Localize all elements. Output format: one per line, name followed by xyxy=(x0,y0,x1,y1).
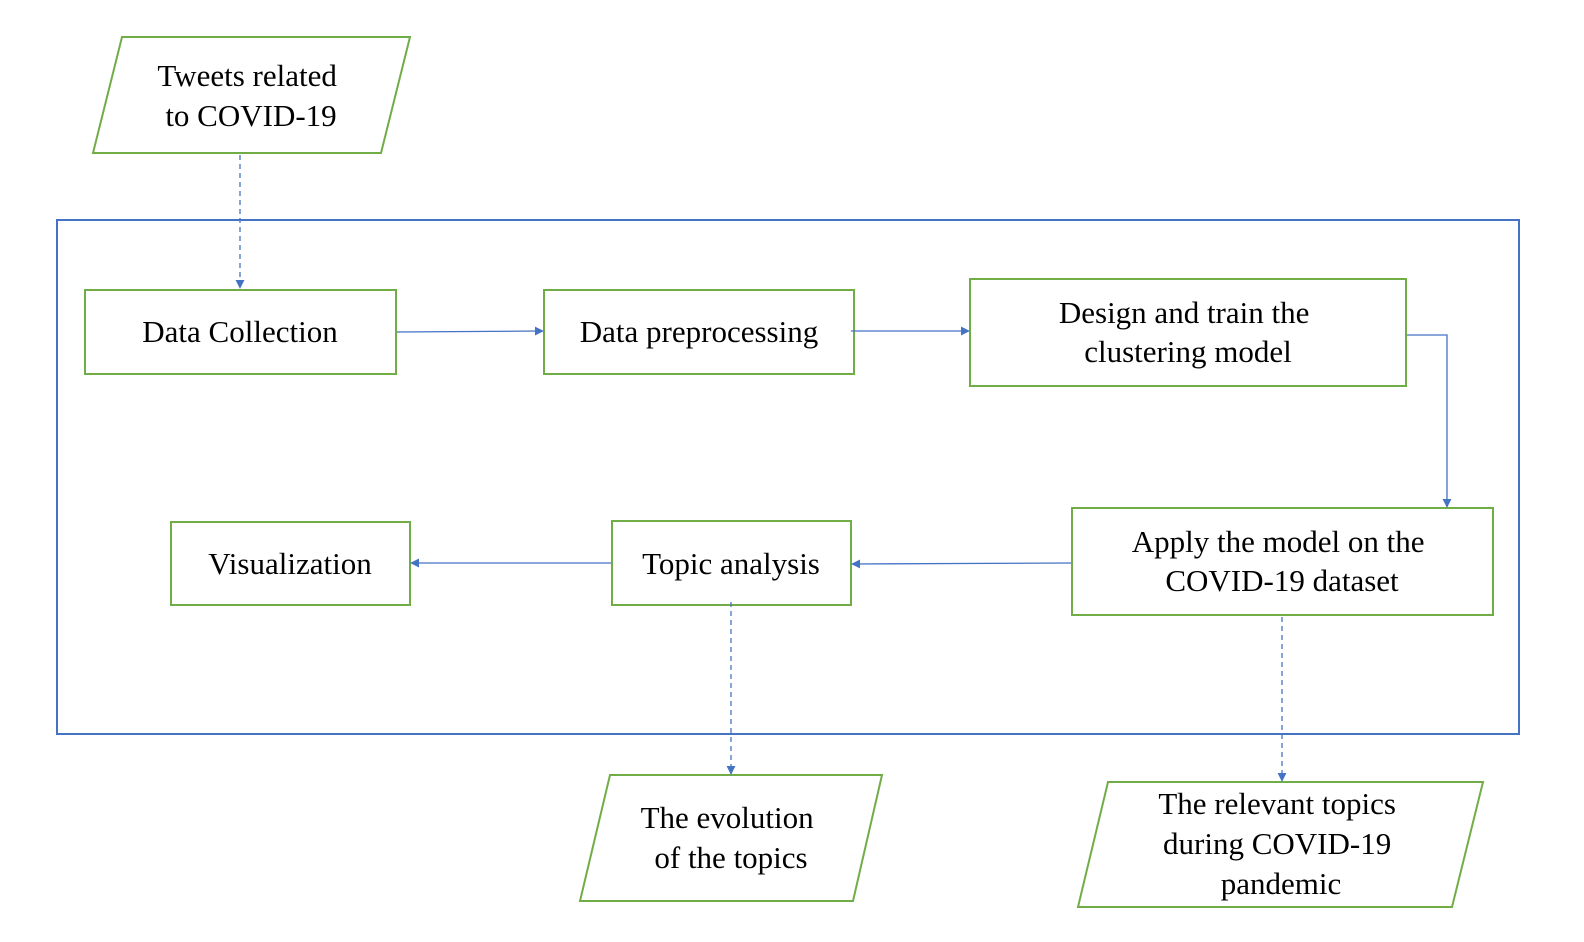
step-topic-analysis: Topic analysis xyxy=(611,520,852,606)
step-data-preprocessing-box xyxy=(543,289,855,375)
output-relevant-topics-shape xyxy=(1076,781,1485,908)
svg-text:Topic analysis: Topic analysis xyxy=(642,546,820,581)
svg-text:Data preprocessing: Data preprocessing xyxy=(580,314,818,349)
step-design-train: Design and train the clustering model xyxy=(969,278,1407,387)
output-evolution: The evolution of the topics xyxy=(578,774,884,902)
step-visualization-label: Visualization xyxy=(208,546,372,581)
step-apply-model-box xyxy=(1071,507,1494,616)
svg-text:Apply the model on the C: Apply the model on the COVID-19 dataset xyxy=(1132,524,1432,598)
output-evolution-line-1: The evolution xyxy=(641,800,815,835)
step-visualization-box xyxy=(170,521,411,606)
output-relevant-topics-line-1: The relevant topics xyxy=(1158,786,1396,821)
step-data-collection-label: Data Collection xyxy=(142,314,338,349)
step-apply-model-line-2: COVID-19 dataset xyxy=(1165,563,1399,598)
svg-text:Data Collection: Data Collection xyxy=(142,314,338,349)
step-design-train-box xyxy=(969,278,1407,387)
output-relevant-topics: The relevant topics during COVID-19 pand… xyxy=(1076,781,1485,908)
svg-text:Tweets related to COVID-: Tweets related to COVID-19 xyxy=(157,58,344,133)
step-data-collection-box xyxy=(84,289,397,375)
output-evolution-shape xyxy=(578,774,884,902)
process-frame xyxy=(56,219,1520,735)
step-design-train-line-2: clustering model xyxy=(1084,334,1291,369)
output-evolution-line-2: of the topics xyxy=(654,840,807,875)
step-data-collection: Data Collection xyxy=(84,289,397,375)
svg-text:The relevant topics duri: The relevant topics during COVID-19 pand… xyxy=(1158,786,1403,901)
svg-text:Visualization: Visualization xyxy=(208,546,372,581)
input-tweets-line-2: to COVID-19 xyxy=(165,98,336,133)
input-tweets: Tweets related to COVID-19 xyxy=(91,36,412,154)
arrow-apply-to-topic-analysis xyxy=(851,559,1072,569)
arrow-collection-to-preprocessing xyxy=(396,326,544,336)
svg-text:Design and train the clu: Design and train the clustering model xyxy=(1059,295,1317,369)
step-topic-analysis-label: Topic analysis xyxy=(642,546,820,581)
output-relevant-topics-line-2: during COVID-19 xyxy=(1163,826,1391,861)
output-relevant-topics-line-3: pandemic xyxy=(1221,866,1342,901)
step-apply-model: Apply the model on the COVID-19 dataset xyxy=(1071,507,1494,616)
step-apply-model-line-1: Apply the model on the xyxy=(1132,524,1425,559)
svg-text:The evolution of the top: The evolution of the topics xyxy=(641,800,822,875)
step-visualization: Visualization xyxy=(170,521,411,606)
step-data-preprocessing: Data preprocessing xyxy=(543,289,855,375)
input-tweets-line-1: Tweets related xyxy=(157,58,337,93)
arrow-design-to-apply xyxy=(1407,334,1452,508)
step-design-train-line-1: Design and train the xyxy=(1059,295,1310,330)
step-data-preprocessing-label: Data preprocessing xyxy=(580,314,818,349)
input-tweets-shape xyxy=(91,36,412,154)
